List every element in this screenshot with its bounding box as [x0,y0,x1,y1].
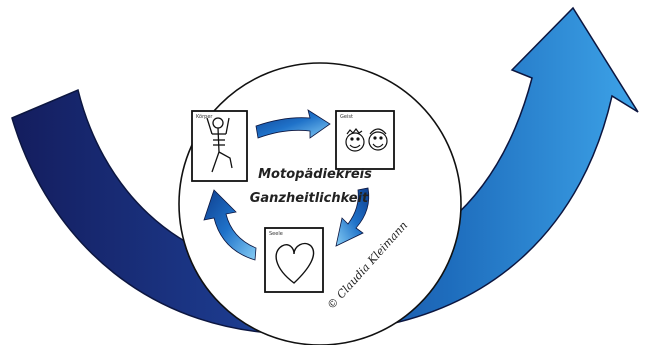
node-koerper: Körper [191,110,248,182]
stick-figure-icon [206,117,233,173]
node-seele: Seele [264,227,324,293]
node-geist: Geist [335,110,395,170]
node-seele-label: Seele [269,231,283,237]
node-koerper-label: Körper [196,114,213,120]
heart-icon [275,242,315,284]
arrow-geist-to-seele [335,187,370,247]
diagram-title-line1: Motopädiekreis [258,167,372,182]
diagram-title-line2: Ganzheitlichkeit [250,191,369,206]
arrow-seele-to-koerper [203,189,257,261]
arrow-koerper-to-geist [255,109,331,139]
node-geist-label: Geist [340,114,353,120]
smiling-faces-icon [345,128,388,152]
